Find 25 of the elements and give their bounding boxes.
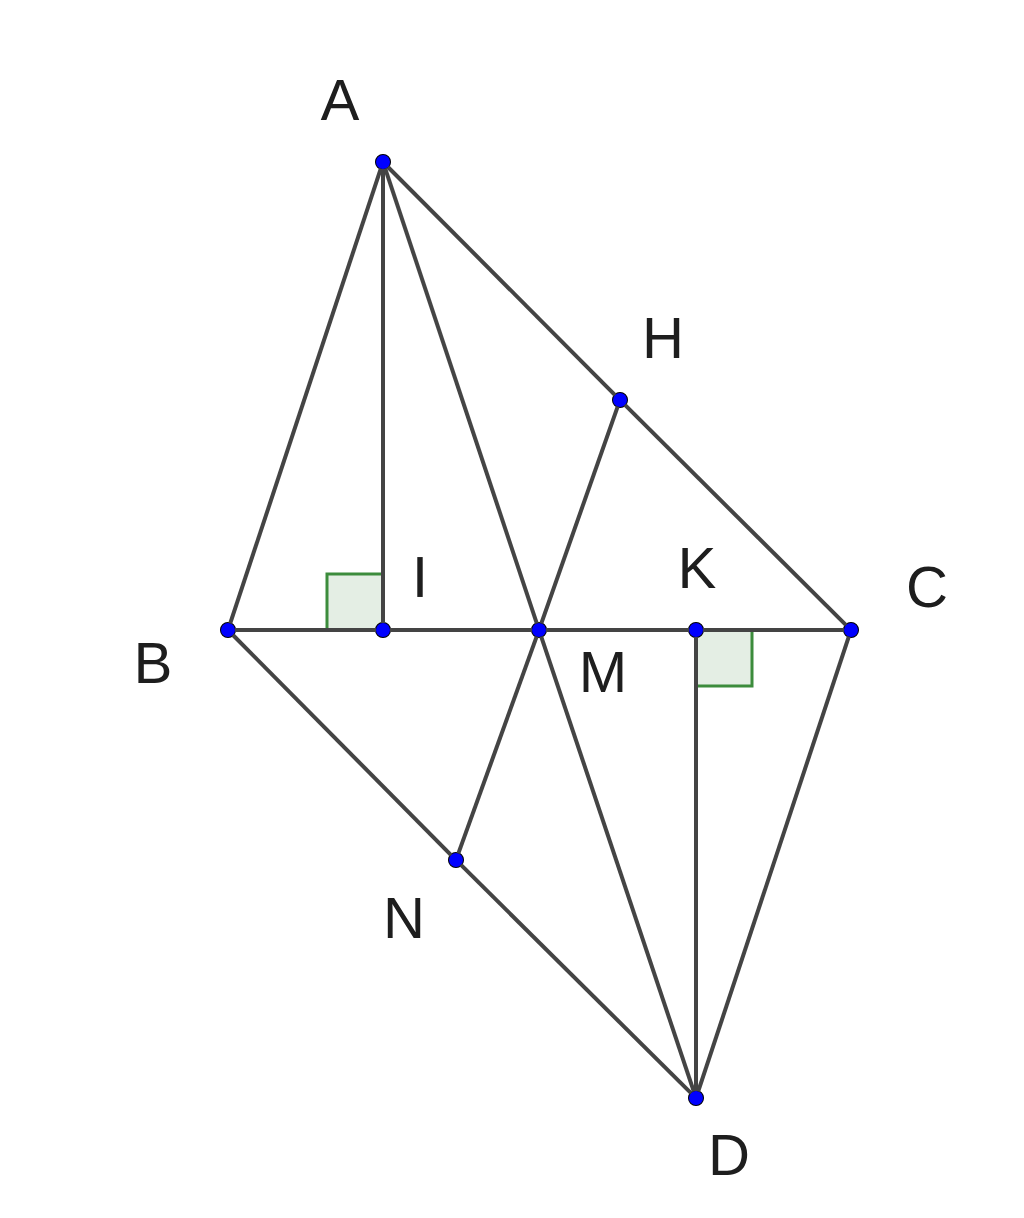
line-segment: [235, 628, 376, 632]
line-segment: [623, 403, 848, 627]
line-segment: [546, 628, 689, 632]
line-segment: [694, 637, 698, 1091]
line-segment: [539, 405, 620, 625]
line-segment: [231, 633, 453, 857]
line-segment: [696, 636, 851, 1092]
point-label: K: [682, 548, 716, 588]
point-label: C: [909, 566, 946, 608]
line-segment: [539, 636, 696, 1092]
line-segment: [386, 165, 617, 397]
line-segment: [383, 168, 539, 624]
point-label: M: [583, 652, 623, 692]
line-segment: [381, 169, 385, 623]
point-label: N: [387, 898, 421, 938]
point-label: A: [320, 80, 360, 120]
line-segment: [703, 628, 844, 632]
point-label: I: [417, 557, 423, 597]
line-segment: [390, 628, 532, 632]
line-segment: [228, 168, 383, 624]
point-label: B: [138, 643, 170, 683]
point-label: D: [712, 1135, 748, 1175]
line-segment: [459, 863, 693, 1095]
point-label: H: [646, 318, 680, 358]
line-segment: [456, 635, 539, 855]
